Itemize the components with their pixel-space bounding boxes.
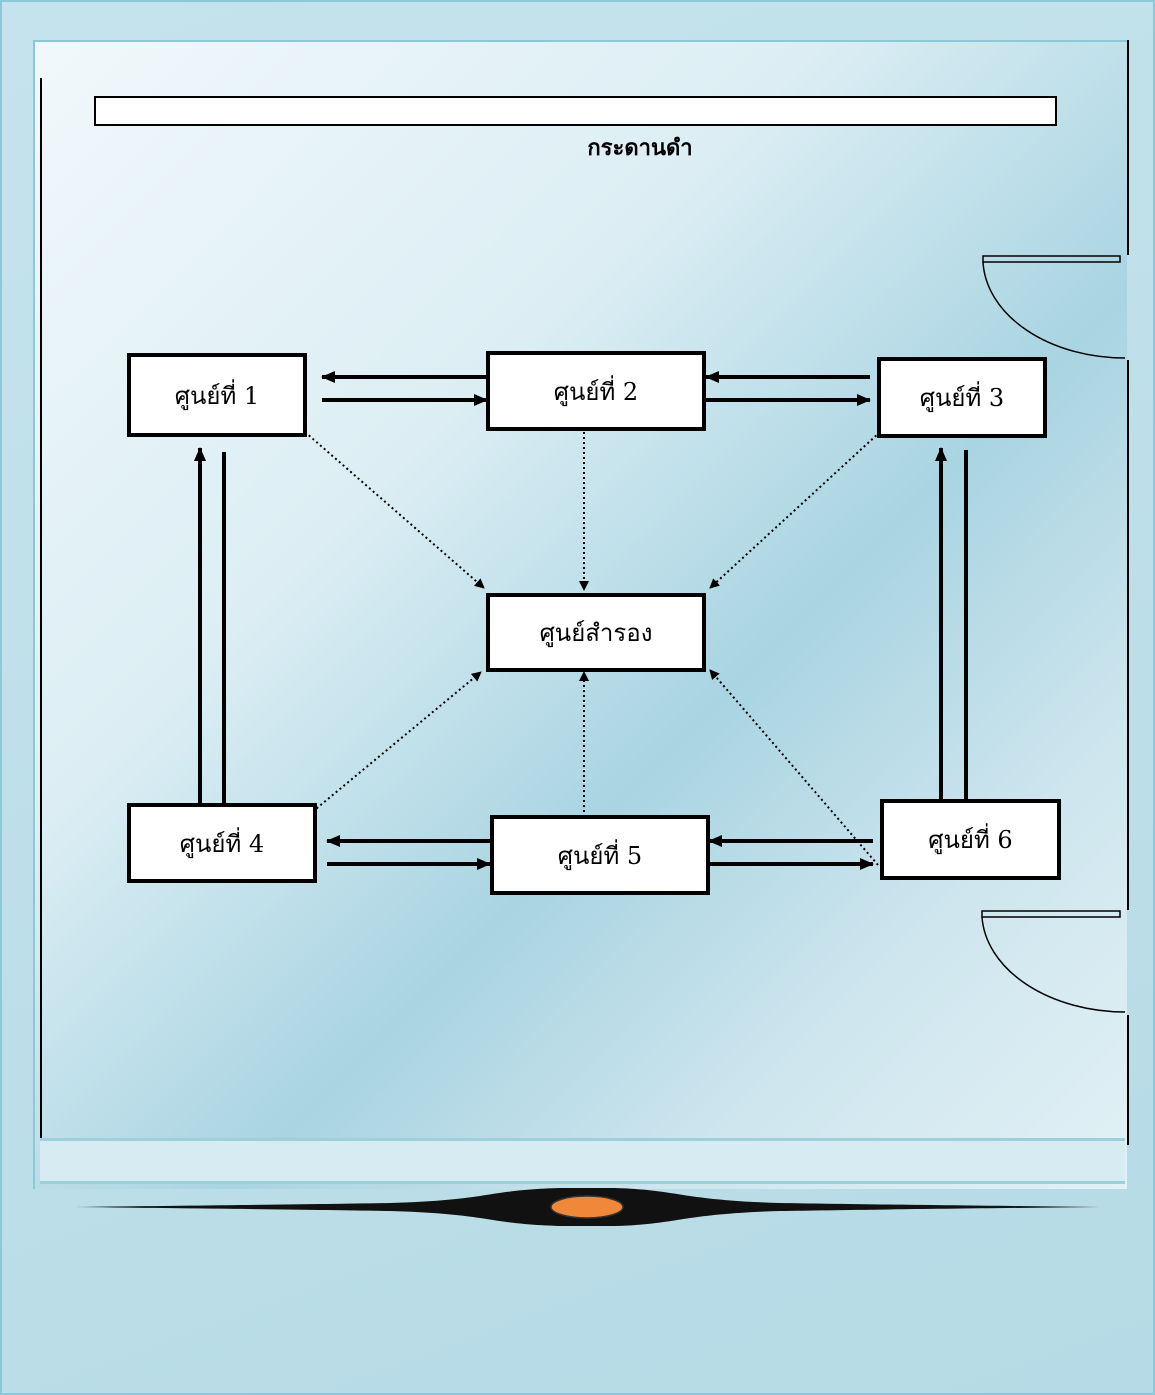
door-bottom (981, 910, 1126, 1013)
dotted-3-to-center (709, 431, 881, 589)
wall-right-bottom (1127, 1015, 1129, 1145)
ornament-center (550, 1195, 624, 1219)
floor-strip (40, 1141, 1125, 1184)
ornament-divider (75, 1188, 1100, 1226)
blackboard (94, 96, 1057, 126)
wall-right-top (1127, 40, 1129, 255)
wall-right-middle (1127, 360, 1129, 910)
station-center: ศูนย์สำรอง (486, 593, 706, 672)
station-6: ศูนย์ที่ 6 (880, 799, 1061, 880)
wall-left (40, 78, 42, 1183)
station-2: ศูนย์ที่ 2 (486, 351, 706, 431)
dotted-4-to-center (304, 671, 482, 819)
station-4: ศูนย์ที่ 4 (127, 803, 317, 883)
floor-line (40, 1138, 1125, 1141)
station-1: ศูนย์ที่ 1 (127, 353, 307, 437)
dotted-6-to-center (709, 669, 879, 866)
station-5: ศูนย์ที่ 5 (490, 815, 710, 895)
blackboard-label: กระดานดำ (587, 136, 693, 161)
door-top (982, 255, 1126, 359)
dotted-1-to-center (304, 431, 485, 589)
station-3: ศูนย์ที่ 3 (877, 357, 1047, 438)
